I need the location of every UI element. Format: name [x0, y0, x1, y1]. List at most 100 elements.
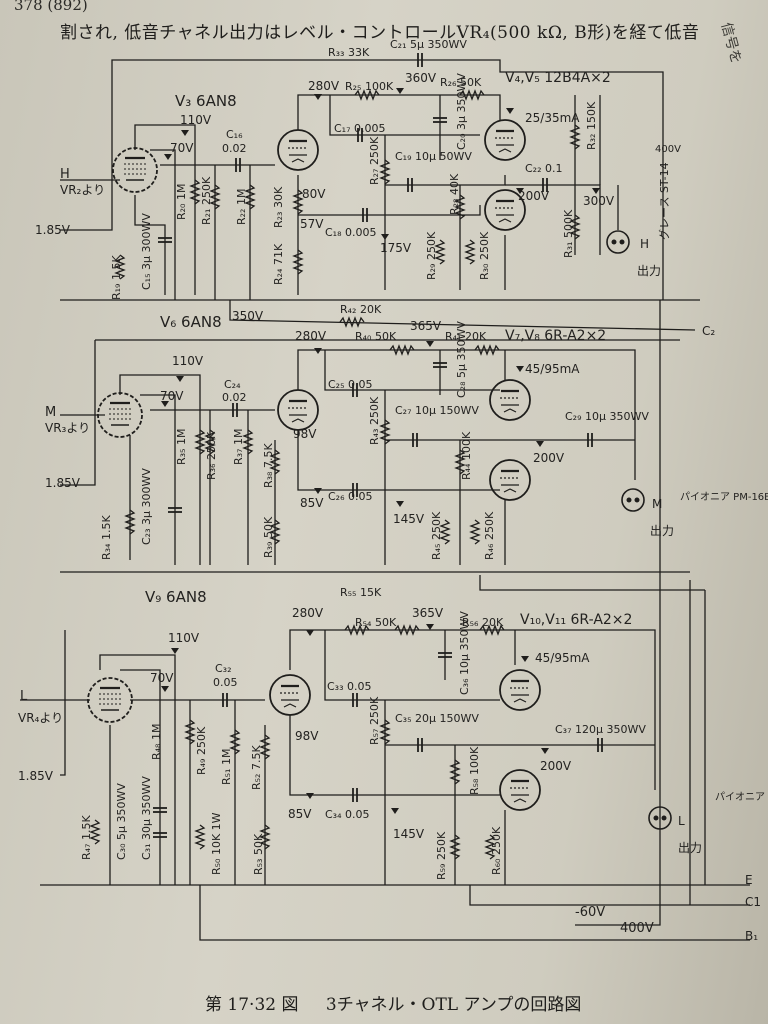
high-r33: R₃₃ 33K — [328, 46, 370, 59]
mid-r41: R₄₁ 20K — [445, 330, 487, 343]
low-v-neg60: -60V — [575, 905, 605, 920]
low-v-98: 98V — [295, 729, 319, 743]
high-r24: R₂₄ 71K — [272, 243, 285, 285]
low-r55: R₅₅ 15K — [340, 586, 382, 599]
low-v-365: 365V — [412, 606, 444, 620]
low-c37: C₃₇ 120μ 350WV — [555, 723, 646, 736]
low-r52: R₅₂ 7.5K — [250, 745, 263, 790]
low-v1-tube-label: V₉ 6AN8 — [145, 588, 207, 606]
mid-output-tubes-label: V₇,V₈ 6R-A2×2 — [505, 328, 606, 344]
high-v-70: 70V — [170, 141, 194, 155]
mid-r45: R₄₅ 250K — [430, 511, 443, 560]
low-c32: C₃₂ — [215, 662, 232, 675]
mid-r40: R₄₀ 50K — [355, 330, 397, 343]
low-output-tubes-label: V₁₀,V₁₁ 6R-A2×2 — [520, 612, 632, 628]
mid-r39: R₃₉ 50K — [262, 516, 275, 558]
mid-c24: C₂₄ — [224, 378, 241, 391]
high-c22: C₂₂ 0.1 — [525, 162, 563, 175]
page-header: 378 (892) 割され, 低音チャネル出力はレベル・コントロールVR₄(50… — [0, 0, 768, 65]
low-c35: C₃₅ 20μ 150WV — [395, 712, 479, 725]
high-r22: R₂₂ 1M — [235, 189, 248, 225]
high-v-110: 110V — [180, 113, 212, 127]
mid-v-280: 280V — [295, 329, 327, 343]
bus-label-400v-top: 400V — [655, 144, 681, 155]
high-c16: C₁₆ — [226, 128, 243, 141]
high-v-175: 175V — [380, 241, 412, 255]
mid-v1-tube-label: V₆ 6AN8 — [160, 313, 222, 331]
low-c32-value: 0.05 — [213, 676, 238, 689]
mid-input-label: M — [45, 405, 56, 420]
figure-caption: 第 17·32 図 3チャネル・OTL アンプの回路図 — [205, 990, 581, 1015]
mid-bias-voltage: 1.85V — [45, 476, 81, 490]
mid-v-85: 85V — [300, 496, 324, 510]
high-r21: R₂₁ 250K — [200, 176, 213, 225]
high-v-80: 80V — [302, 187, 326, 201]
high-v-57: 57V — [300, 217, 324, 231]
low-v-70: 70V — [150, 671, 174, 685]
high-v1-tube-label: V₃ 6AN8 — [175, 92, 237, 110]
high-speaker: グレース ST-14 — [657, 162, 671, 240]
high-c18: C₁₈ 0.005 — [325, 226, 377, 239]
mid-c23: C₂₃ 3μ 300WV — [140, 468, 153, 545]
mid-input-source: VR₃より — [45, 421, 90, 435]
mid-c28: C₂₈ 5μ 350WV — [455, 321, 468, 398]
mid-v-110: 110V — [172, 354, 204, 368]
mid-v-200: 200V — [533, 451, 565, 465]
mid-v-70: 70V — [160, 389, 184, 403]
low-r58: R₅₈ 100K — [468, 746, 481, 795]
mid-r43: R₄₃ 250K — [368, 396, 381, 445]
high-v-300: 300V — [583, 194, 615, 208]
low-output-label: 出力 — [678, 841, 702, 855]
mid-v-98: 98V — [293, 427, 317, 441]
body-text-line: 割され, 低音チャネル出力はレベル・コントロールVR₄(500 kΩ, B形)を… — [60, 23, 700, 43]
mid-speaker: パイオニア PM-16B (300Ω) — [680, 491, 768, 503]
high-output-label: 出力 — [637, 264, 661, 278]
mid-v-145: 145V — [393, 512, 425, 526]
mid-r42: R₄₂ 20K — [340, 303, 382, 316]
high-r30: R₃₀ 250K — [478, 231, 491, 280]
high-r20: R₂₀ 1M — [175, 184, 188, 220]
mid-c27: C₂₇ 10μ 150WV — [395, 404, 479, 417]
high-v-200: 200V — [518, 189, 550, 203]
mid-r36: R₃₆ 250K — [205, 431, 218, 480]
high-lamp-label: H — [640, 237, 649, 251]
figure-title: 3チャネル・OTL アンプの回路図 — [325, 995, 582, 1015]
low-input-label: L — [20, 689, 28, 704]
low-speaker: パイオニア PW-30C (300Ω) — [715, 791, 768, 803]
high-c20: C₂₀ 3μ 350WV — [455, 73, 468, 150]
high-r29: R₂₉ 250K — [425, 231, 438, 280]
mid-r35: R₃₅ 1M — [175, 429, 188, 465]
low-c33: C₃₃ 0.05 — [327, 680, 372, 693]
mid-c29: C₂₉ 10μ 350WV — [565, 410, 649, 423]
high-r23: R₂₃ 30K — [272, 186, 285, 228]
low-r51: R₅₁ 1M — [220, 749, 233, 785]
low-v-110: 110V — [168, 631, 200, 645]
high-r28: R₂₈ 40K — [448, 173, 461, 215]
high-input-source: VR₂より — [60, 183, 105, 197]
high-v-280: 280V — [308, 79, 340, 93]
high-c17: C₁₇ 0.005 — [334, 122, 386, 135]
mid-r37: R₃₇ 1M — [232, 429, 245, 465]
low-r48: R₄₈ 1M — [150, 724, 163, 760]
low-c34: C₃₄ 0.05 — [325, 808, 370, 821]
low-v-85: 85V — [288, 807, 312, 821]
page-number: 378 (892) — [14, 0, 88, 14]
high-r26: R₂₆ 50K — [440, 76, 482, 89]
mid-output-label: 出力 — [650, 524, 674, 538]
low-bias-voltage: 1.85V — [18, 769, 54, 783]
low-r50: R₅₀ 10K 1W — [210, 812, 223, 875]
mid-lamp-label: M — [652, 497, 662, 511]
low-r56: R₅₆ 20K — [462, 616, 504, 629]
low-lamp-label: L — [678, 814, 685, 828]
low-c31: C₃₁ 30μ 350WV — [140, 776, 153, 860]
low-r53: R₅₃ 50K — [252, 833, 265, 875]
low-input-source: VR₄より — [18, 711, 63, 725]
low-v-400: 400V — [620, 921, 654, 936]
high-bias-voltage: 1.85V — [35, 223, 71, 237]
low-c30: C₃₀ 5μ 350WV — [115, 783, 128, 860]
low-c36: C₃₆ 10μ 350WV — [458, 611, 471, 695]
low-r47: R₄₇ 1.5K — [80, 815, 93, 860]
mid-r46: R₄₆ 250K — [483, 511, 496, 560]
low-r49: R₄₉ 250K — [195, 726, 208, 775]
